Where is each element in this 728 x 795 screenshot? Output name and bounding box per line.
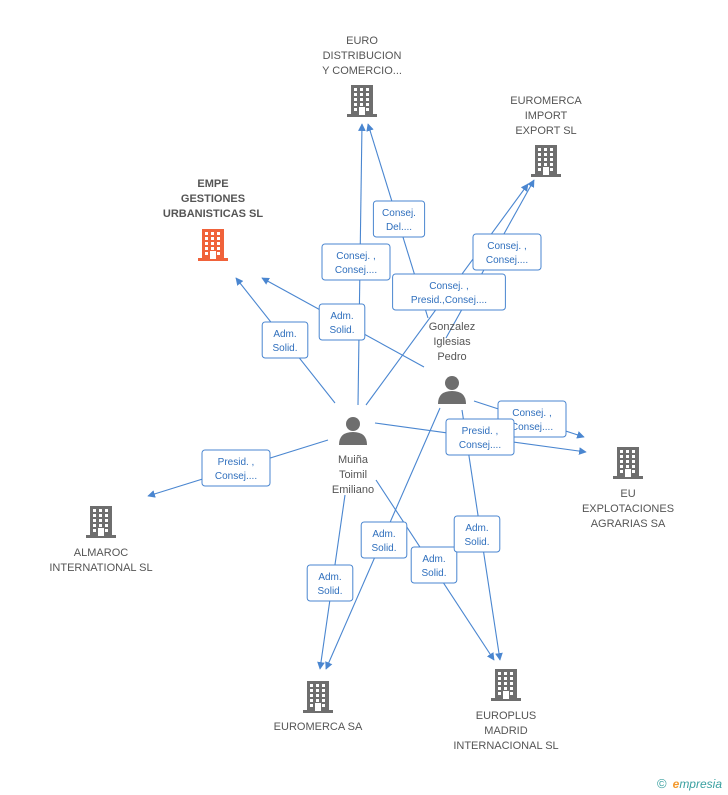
node-label-line: Iglesias [433, 336, 471, 348]
node-label-line: Y COMERCIO... [322, 65, 402, 77]
edge-role-text: Del.... [386, 222, 412, 233]
edge-role-text: Consej.... [459, 440, 501, 451]
node-label-line: Muiña [338, 454, 369, 466]
node-label-line: MADRID [484, 725, 527, 737]
node-label-line: INTERNACIONAL SL [453, 740, 558, 752]
person-icon [438, 376, 466, 404]
node-label-line: Emiliano [332, 484, 374, 496]
brand-watermark: © empresia [657, 776, 722, 791]
node-label-line: ALMAROC [74, 547, 128, 559]
company-node-euro[interactable]: EURO DISTRIBUCION Y COMERCIO... [322, 35, 402, 117]
edge-role-label[interactable]: Consej. , Consej.... [472, 233, 542, 271]
node-label-line: EXPLOTACIONES [582, 503, 674, 515]
edge-role-label[interactable]: Adm. Solid. [360, 521, 408, 559]
nodes-layer: EURO DISTRIBUCION Y COMERCIO... EUROMERCA IM… [49, 35, 674, 752]
copyright-symbol: © [657, 776, 667, 791]
edge-role-text: Consej.... [215, 471, 257, 482]
node-label-line: DISTRIBUCION [323, 50, 402, 62]
edge-role-text: Adm. [318, 572, 341, 583]
person-icon [339, 417, 367, 445]
building-icon [198, 229, 228, 261]
edge-role-text: Consej.... [335, 265, 377, 276]
edge-role-label[interactable]: Adm. Solid. [453, 515, 501, 553]
edge-role-label[interactable]: Consej. Del.... [372, 200, 426, 238]
node-label-line: EMPE [197, 178, 228, 190]
edge-role-text: Solid. [421, 568, 446, 579]
edge-role-text: Adm. [465, 523, 488, 534]
edges-layer [147, 123, 587, 670]
edge-role-text: Consej. , [512, 408, 551, 419]
building-icon [347, 85, 377, 117]
edge-role-text: Consej. , [336, 251, 375, 262]
edge-role-label[interactable]: Presid. , Consej.... [201, 449, 271, 487]
node-label-line: EXPORT SL [515, 125, 576, 137]
building-icon [491, 669, 521, 701]
node-label-line: Pedro [437, 351, 466, 363]
node-label-line: Gonzalez [429, 321, 475, 333]
edge-role-label[interactable]: Presid. , Consej.... [445, 418, 515, 456]
edge-role-label[interactable]: Consej. , Consej.... [497, 400, 567, 438]
edge-role-label[interactable]: Consej. , Consej.... [321, 243, 391, 281]
edge-role-text: Presid. , [462, 426, 499, 437]
edge-role-text: Consej.... [486, 255, 528, 266]
company-node-euromerca-ie[interactable]: EUROMERCA IMPORT EXPORT SL [510, 95, 582, 177]
edge-role-text: Adm. [330, 311, 353, 322]
building-icon [303, 681, 333, 713]
node-label-line: EURO [346, 35, 378, 47]
edge-role-text: Solid. [371, 543, 396, 554]
edge-role-label[interactable]: Adm. Solid. [306, 564, 354, 602]
node-label-line: GESTIONES [181, 193, 245, 205]
node-label-line: AGRARIAS SA [591, 518, 666, 530]
node-label-line: EUROMERCA [510, 95, 582, 107]
edge-role-text: Solid. [272, 343, 297, 354]
edge-role-label[interactable]: Consej. , Presid.,Consej.... [392, 273, 506, 311]
edge-role-label[interactable]: Adm. Solid. [261, 321, 309, 359]
edge-role-text: Solid. [329, 325, 354, 336]
node-label-line: Toimil [339, 469, 367, 481]
edge-role-text: Presid.,Consej.... [411, 295, 487, 306]
brand-logo: empresia [672, 776, 722, 791]
building-icon [613, 447, 643, 479]
node-label-line: URBANISTICAS SL [163, 208, 264, 220]
edge-role-text: Consej. [382, 208, 416, 219]
company-node-empe[interactable]: EMPE GESTIONES URBANISTICAS SL [163, 178, 264, 261]
node-label-line: IMPORT [525, 110, 568, 122]
company-node-eu-explot[interactable]: EU EXPLOTACIONES AGRARIAS SA [582, 447, 674, 530]
edge-role-text: Adm. [372, 529, 395, 540]
building-icon [531, 145, 561, 177]
edge-role-text: Consej. , [429, 281, 468, 292]
node-label-line: EU [620, 488, 635, 500]
company-node-almaroc[interactable]: ALMAROC INTERNATIONAL SL [49, 506, 153, 574]
edge-role-text: Adm. [273, 329, 296, 340]
edge-role-text: Presid. , [218, 457, 255, 468]
node-label-line: EUROMERCA SA [274, 721, 363, 733]
node-label-line: INTERNATIONAL SL [49, 562, 152, 574]
edge-role-text: Solid. [464, 537, 489, 548]
company-node-euromerca-sa[interactable]: EUROMERCA SA [274, 681, 363, 733]
edge-role-label[interactable]: Adm. Solid. [410, 546, 458, 584]
building-icon [86, 506, 116, 538]
edge-role-text: Consej.... [511, 422, 553, 433]
edge-role-text: Solid. [317, 586, 342, 597]
company-node-europlus[interactable]: EUROPLUS MADRID INTERNACIONAL SL [453, 669, 559, 752]
edge-labels-layer: Consej. ,Consej....Consej.Del....Consej.… [201, 200, 567, 602]
node-label-line: EUROPLUS [476, 710, 537, 722]
edge-role-label[interactable]: Adm. Solid. [318, 303, 366, 341]
edge-role-text: Adm. [422, 554, 445, 565]
edge-role-text: Consej. , [487, 241, 526, 252]
